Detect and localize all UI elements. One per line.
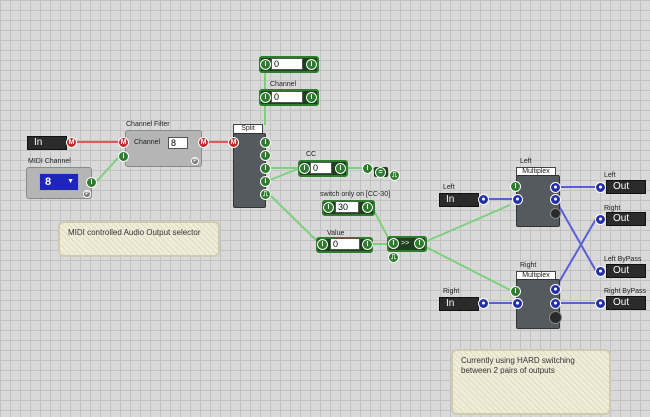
out-right-in-pin[interactable]: ● — [595, 214, 606, 225]
value-box-top-1-field[interactable]: 0 — [271, 58, 303, 70]
mux-right-select-pin[interactable]: I — [510, 286, 521, 297]
switch-cc-field[interactable]: 30 — [335, 201, 359, 213]
right-in-out-pin[interactable]: ● — [478, 298, 489, 309]
gate-label: >> — [401, 240, 410, 247]
out-right-caption: Right — [604, 205, 621, 212]
midi-in-module[interactable]: In — [27, 136, 67, 150]
cc-field[interactable]: 0 — [310, 162, 332, 174]
value-field[interactable]: 0 — [330, 238, 360, 250]
out-left-label: Out — [613, 181, 630, 192]
out-left-bypass-module[interactable]: Out — [606, 264, 646, 278]
channel-filter-title: Channel Filter — [126, 121, 170, 128]
switch-cc-in-pin[interactable]: I — [323, 202, 334, 213]
channel-filter-field[interactable]: 8 — [168, 137, 188, 149]
mux-left-select-pin[interactable]: I — [510, 181, 521, 192]
compare-pin[interactable]: = — [375, 167, 386, 178]
mux-right-stop-indicator — [549, 311, 562, 324]
switch-cc-caption: switch only on [CC-30] — [320, 191, 391, 198]
value-out-pin[interactable]: I — [362, 239, 373, 250]
chevron-down-icon: ▼ — [67, 178, 74, 185]
gate-in-pin[interactable]: I — [388, 238, 399, 249]
mux-right-out-pin[interactable]: ● — [550, 298, 561, 309]
value-in-pin[interactable]: I — [317, 239, 328, 250]
comment-selector[interactable]: MIDI controlled Audio Output selector — [58, 221, 220, 257]
midi-channel-out-pin[interactable]: I — [86, 177, 97, 188]
right-in-module[interactable]: In — [439, 297, 479, 311]
out-left-bypass-label: Out — [613, 265, 630, 276]
midi-channel-value: 8 — [45, 176, 52, 188]
channel-filter-out-midi-pin[interactable]: M — [198, 137, 209, 148]
out-left-module[interactable]: Out — [606, 180, 646, 194]
cc-out-pin[interactable]: I — [335, 163, 346, 174]
value-box-top-2-field[interactable]: 0 — [271, 91, 303, 103]
split-out-pin[interactable]: I — [260, 150, 271, 161]
comment-hard-switching[interactable]: Currently using HARD switching between 2… — [451, 349, 611, 415]
mux-left-out-pin[interactable]: ● — [550, 194, 561, 205]
value-box-in-pin[interactable]: I — [260, 92, 271, 103]
midi-channel-caption: MIDI Channel — [28, 158, 71, 165]
out-right-bypass-in-pin[interactable]: ● — [595, 298, 606, 309]
mux-right-caption: Right — [520, 262, 537, 269]
channel-filter-module[interactable]: Channel 8 P — [125, 130, 202, 167]
out-right-bypass-caption: Right ByPass — [604, 288, 647, 295]
channel-filter-in-midi-pin[interactable]: M — [118, 137, 129, 148]
split-out-pin[interactable]: I — [260, 163, 271, 174]
midi-in-label: In — [34, 137, 43, 148]
midi-channel-param-pin[interactable]: P — [83, 190, 91, 198]
left-in-module[interactable]: In — [439, 193, 479, 207]
out-right-module[interactable]: Out — [606, 212, 646, 226]
compare-in-pin[interactable]: I — [362, 163, 373, 174]
out-left-in-pin[interactable]: ● — [595, 182, 606, 193]
comment-selector-text: MIDI controlled Audio Output selector — [68, 228, 201, 237]
channel-filter-param-pin[interactable]: P — [191, 157, 199, 165]
pulse-out-pin[interactable]: ⎍ — [389, 170, 400, 181]
split-out-pin[interactable]: I — [260, 137, 271, 148]
out-right-label: Out — [613, 213, 630, 224]
mux-right-out-pin[interactable]: ● — [550, 284, 561, 295]
cc-caption: CC — [306, 151, 317, 158]
midi-channel-dropdown[interactable]: 8 ▼ — [39, 173, 79, 191]
value-box-out-pin[interactable]: I — [306, 59, 317, 70]
channel-filter-field-label: Channel — [134, 139, 161, 146]
out-right-bypass-module[interactable]: Out — [606, 296, 646, 310]
left-in-label: In — [446, 194, 455, 205]
out-left-bypass-in-pin[interactable]: ● — [595, 266, 606, 277]
comment-hard-switching-text: Currently using HARD switching between 2… — [461, 356, 575, 375]
mux-left-in-pin[interactable]: ● — [512, 194, 523, 205]
out-left-bypass-caption: Left ByPass — [604, 256, 642, 263]
midi-in-out-pin[interactable]: M — [66, 137, 77, 148]
left-in-out-pin[interactable]: ● — [478, 194, 489, 205]
value-box-top-2-caption: Channel — [270, 81, 297, 88]
cc-in-pin[interactable]: I — [299, 163, 310, 174]
value-box-in-pin[interactable]: I — [260, 59, 271, 70]
channel-filter-in-int-pin[interactable]: I — [118, 151, 129, 162]
mux-left-out-pin[interactable]: ● — [550, 182, 561, 193]
out-left-caption: Left — [604, 172, 616, 179]
right-in-label: In — [446, 298, 455, 309]
mux-right-in-pin[interactable]: ● — [512, 298, 523, 309]
midi-channel-module[interactable]: 8 ▼ P — [26, 167, 92, 199]
split-in-pin[interactable]: M — [228, 137, 239, 148]
left-in-caption: Left — [443, 184, 455, 191]
split-out-pin[interactable]: ⎍ — [260, 189, 271, 200]
gate-out-pin[interactable]: I — [414, 238, 425, 249]
split-out-pin[interactable]: I — [260, 176, 271, 187]
mux-left-stop-indicator — [550, 208, 561, 219]
value-caption: Value — [327, 230, 345, 237]
right-in-caption: Right — [443, 288, 460, 295]
mux-left-caption: Left — [520, 158, 532, 165]
gate-trigger-pin[interactable]: ⎍ — [388, 252, 399, 263]
switch-cc-out-pin[interactable]: I — [362, 202, 373, 213]
value-box-out-pin[interactable]: I — [306, 92, 317, 103]
out-right-bypass-label: Out — [613, 297, 630, 308]
